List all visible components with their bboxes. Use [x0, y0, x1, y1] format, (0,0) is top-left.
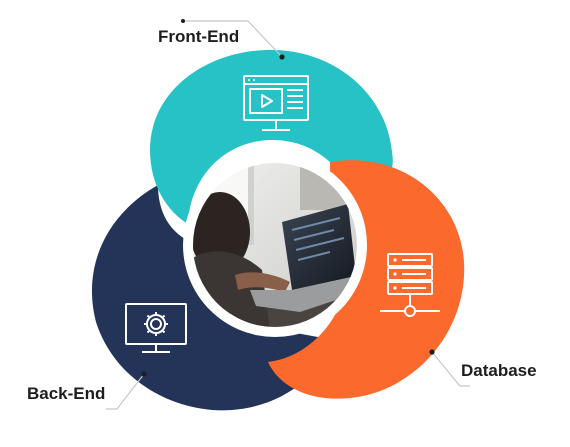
back-end-leader	[106, 373, 145, 410]
database-segment	[268, 160, 465, 399]
front-end-label: Front-End	[158, 27, 239, 46]
monitor-gear-icon	[125, 303, 187, 353]
front-end-leader	[183, 20, 283, 58]
monitor-video-player-icon	[243, 75, 309, 131]
database-leader	[431, 351, 470, 387]
leader-dots	[141, 19, 435, 377]
front-end-segment	[150, 49, 393, 224]
database-label: Database	[461, 361, 537, 380]
database-server-icon	[380, 253, 440, 317]
back-end-label: Back-End	[27, 384, 105, 403]
leader-lines	[106, 20, 470, 410]
